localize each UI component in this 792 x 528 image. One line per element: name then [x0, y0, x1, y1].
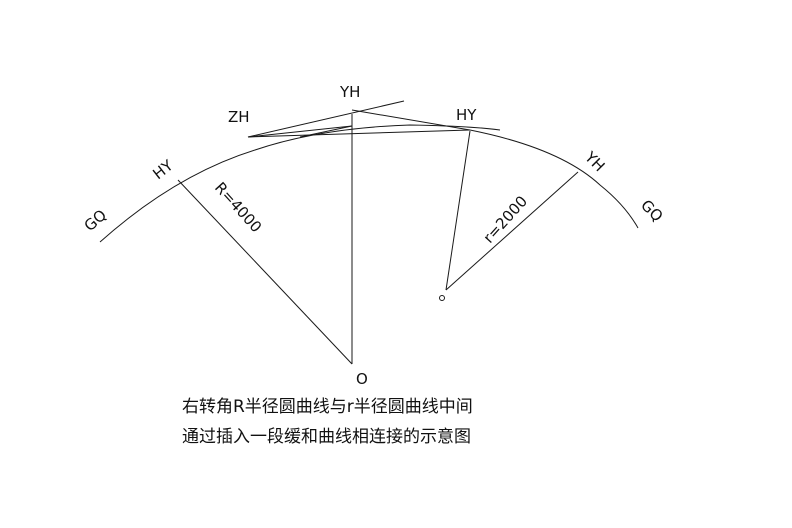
label-radius-big: R=4000 [211, 179, 265, 237]
label-hy-right: HY [456, 106, 477, 124]
label-yh-top: YH [339, 83, 360, 101]
chord-yh-hy [351, 109, 471, 131]
label-zh: ZH [228, 108, 250, 126]
tangent-line-top [247, 100, 405, 138]
chord-zh-yh [247, 125, 353, 138]
center-small-marker [439, 295, 445, 301]
radius-line-small-right [445, 171, 579, 291]
radius-line-big-left [177, 179, 353, 365]
label-center-big: O [356, 370, 368, 388]
label-yh-right: YH [580, 147, 608, 175]
large-radius-arc [99, 124, 501, 243]
label-gq-right: GQ [637, 196, 666, 225]
caption-line-1: 右转角R半径圆曲线与r半径圆曲线中间 [182, 397, 473, 417]
radius-line-small-left [445, 130, 471, 291]
small-radius-arc [469, 129, 639, 229]
label-hy-left: HY [149, 156, 177, 183]
chord-left-lower [299, 125, 353, 138]
caption-line-2: 通过插入一段缓和曲线相连接的示意图 [182, 427, 471, 447]
chord-zh-hy [247, 129, 471, 138]
label-radius-small: r=2000 [480, 192, 531, 246]
label-gq-left: GQ [81, 206, 110, 235]
